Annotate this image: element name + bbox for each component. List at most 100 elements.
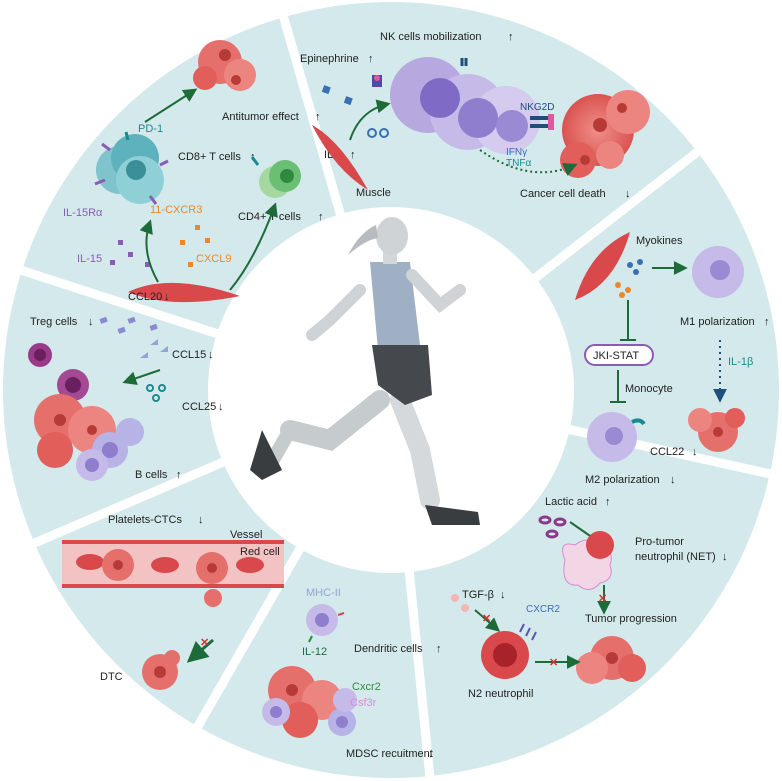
sector-dividers [3, 13, 776, 779]
svg-text:↓: ↓ [164, 291, 170, 303]
tgfb-label: TGF-β [462, 589, 494, 601]
treg-cells [28, 343, 89, 401]
vessel-label: Vessel [230, 529, 262, 541]
svg-text:↓: ↓ [88, 316, 94, 328]
csf3r-label: Csf3r [350, 697, 377, 709]
pd1-label: PD-1 [138, 123, 163, 135]
svg-text:↑: ↑ [436, 643, 442, 655]
svg-text:↑: ↑ [605, 496, 611, 508]
cxcl9-particles [180, 225, 210, 267]
pro-tumor-label: Pro-tumor [635, 536, 684, 548]
cancer-death-label: Cancer cell death [520, 188, 606, 200]
ccl25-particles [146, 384, 166, 402]
svg-text:↑: ↑ [350, 149, 356, 161]
svg-text:↓: ↓ [500, 589, 506, 601]
sector-neutrophil: Lactic acid ↑ Pro-tumor neutrophil (NET)… [451, 496, 728, 700]
nkg2d-receptor [530, 114, 554, 130]
muscle-icon [575, 232, 630, 300]
svg-text:✕: ✕ [549, 657, 558, 669]
svg-text:↓: ↓ [198, 514, 204, 526]
ccl20-label: CCL20 [128, 291, 162, 303]
svg-text:↓: ↓ [428, 748, 434, 760]
net-neutrophil [562, 531, 614, 590]
m2-macrophage [587, 412, 646, 462]
n2-neutrophil [481, 623, 537, 679]
svg-text:↑: ↑ [508, 31, 514, 43]
ccl15-particles [140, 339, 168, 358]
jki-stat-label: JKI-STAT [593, 350, 639, 362]
tumor-mdsc-cluster [262, 666, 357, 738]
nk-cell-cluster [390, 57, 540, 154]
dendritic-cell [306, 604, 345, 643]
sector-myokines: Myokines M1 polarization ↑ JKI-STAT IL-1… [575, 232, 770, 486]
muscle-icon [312, 125, 368, 190]
extravasating-cell [204, 589, 222, 607]
svg-text:↑: ↑ [368, 53, 374, 65]
il6-particles [367, 128, 389, 138]
svg-text:↓: ↓ [670, 474, 676, 486]
m1-macrophage [692, 246, 744, 298]
ifng-label: IFNγ [506, 147, 527, 158]
receptor-icon [372, 75, 382, 87]
sector-dendritic: MHC-II IL-12 Dendritic cells ↑ Cxcr2 Csf… [262, 587, 442, 760]
sector-cd8-tcells: Antitumor effect ↑ PD-1 CD8+ T cells ↑ C… [63, 40, 324, 303]
cxcl9-label: CXCL9 [196, 253, 231, 265]
svg-text:↓: ↓ [208, 349, 214, 361]
red-cell-label: Red cell [240, 546, 280, 558]
dtc-label: DTC [100, 671, 123, 683]
svg-text:↑: ↑ [764, 316, 770, 328]
svg-text:↓: ↓ [722, 551, 728, 563]
il1b-label: IL-1β [728, 356, 753, 368]
dtc-cell [142, 650, 180, 690]
ccl25-label: CCL25 [182, 401, 216, 413]
monocyte-label: Monocyte [625, 383, 673, 395]
blood-vessel [62, 540, 284, 588]
treg-label: Treg cells [30, 316, 78, 328]
ccl20-particles [99, 316, 158, 334]
cxcr2-receptor-label: CXCR2 [526, 604, 560, 615]
tumor-cluster-right [688, 408, 745, 452]
svg-text:✕: ✕ [200, 637, 209, 649]
il15-label: IL-15 [77, 253, 102, 265]
svg-text:✕: ✕ [598, 593, 607, 605]
sector-platelets: Platelets-CTCs ↓ Vessel Red cell ✕ DTC [62, 514, 284, 690]
ccl22-label: CCL22 [650, 446, 684, 458]
n2-label: N2 neutrophil [468, 688, 533, 700]
ccl15-label: CCL15 [172, 349, 206, 361]
epinephrine-particles [321, 85, 353, 106]
tnfa-label: TNFα [506, 158, 531, 169]
m2-label: M2 polarization [585, 474, 660, 486]
cxcr2-label: Cxcr2 [352, 681, 381, 693]
il15-particles [110, 240, 150, 267]
svg-text:↓: ↓ [218, 401, 224, 413]
sector-nk-cells: NK cells mobilization ↑ Epinephrine ↑ NK… [300, 31, 650, 200]
svg-text:↑: ↑ [318, 211, 324, 223]
bcells-label: B cells [135, 469, 168, 481]
muscle-label: Muscle [356, 187, 391, 199]
tumor-cluster-bottom-right [576, 636, 646, 684]
svg-text:✕: ✕ [482, 613, 491, 625]
il12-label: IL-12 [302, 646, 327, 658]
dc-label: Dendritic cells [354, 643, 423, 655]
jki-stat-box [584, 344, 654, 366]
sector-treg: CCL20 ↓ Treg cells ↓ CCL15 ↓ [28, 291, 224, 481]
tumor-bcell-cluster [34, 394, 144, 481]
muscle-icon [128, 282, 240, 303]
svg-text:↓: ↓ [692, 446, 698, 458]
tumor-cluster-top [193, 40, 256, 91]
runner-figure [250, 217, 480, 525]
mdsc-label: MDSC recuitment [346, 748, 433, 760]
mhc-label: MHC-II [306, 587, 341, 599]
antitumor-label: Antitumor effect [222, 111, 299, 123]
m1-label: M1 polarization [680, 316, 755, 328]
cd8-tcell-cluster [94, 131, 169, 205]
progression-label: Tumor progression [585, 613, 677, 625]
cxcr3-label: 11-CXCR3 [150, 204, 202, 216]
lactic-label: Lactic acid [545, 496, 597, 508]
tumor-cluster-nk [560, 90, 650, 178]
lactic-particles [538, 515, 567, 539]
nk-mobilization-label: NK cells mobilization [380, 31, 481, 43]
nkg2d-label: NKG2D [520, 102, 554, 113]
platelets-label: Platelets-CTCs [108, 514, 182, 526]
